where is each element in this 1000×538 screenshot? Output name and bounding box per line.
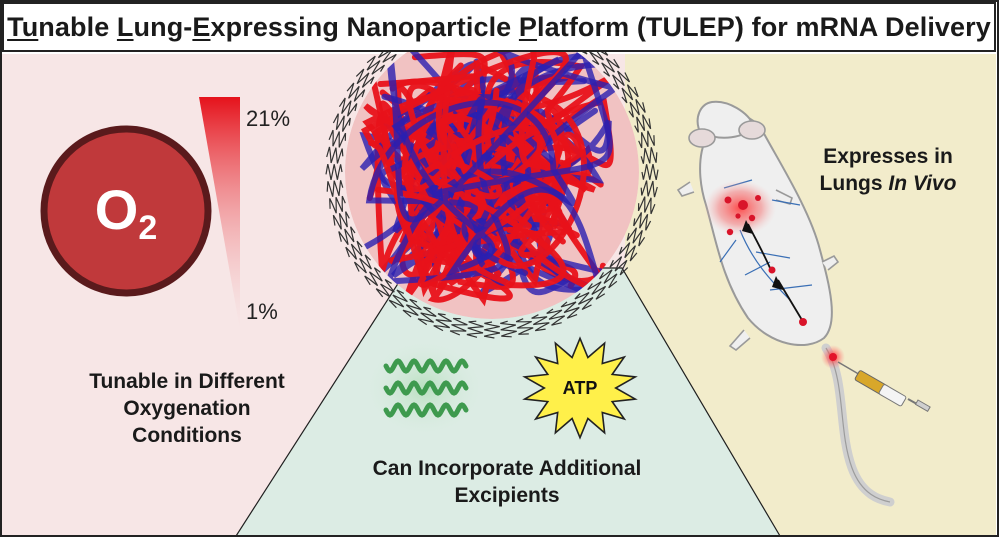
excipients-caption-line2: Excipients (454, 484, 560, 507)
oxygen-symbol-letter: O (94, 178, 139, 241)
title-part: L (116, 11, 134, 42)
in-vivo-caption-italic: In Vivo (888, 172, 957, 195)
in-vivo-caption-line1: Expresses in (823, 145, 953, 168)
oxygen-symbol-subscript: 2 (138, 209, 158, 247)
oxygen-low-label: 1% (246, 299, 278, 324)
oxygen-symbol: O2 (46, 180, 206, 258)
nanoparticle-icon (345, 25, 639, 319)
oxygen-caption-line1: Tunable in Different (89, 370, 285, 393)
mrna-icon (362, 338, 486, 438)
title-part: E (192, 11, 211, 42)
in-vivo-caption-plain: Lungs (819, 172, 889, 195)
title-bar: Tunable Lung-Expressing Nanoparticle Pla… (2, 2, 996, 52)
oxygen-icon (40, 125, 212, 297)
title-part: xpressing Nanoparticle (210, 11, 519, 42)
in-vivo-caption: Expresses in Lungs In Vivo (788, 143, 988, 197)
excipients-caption: Can Incorporate Additional Excipients (332, 455, 682, 509)
atp-label: ATP (562, 378, 598, 398)
in-vivo-caption-line2: Lungs In Vivo (788, 170, 988, 197)
mouse-icon (676, 100, 931, 507)
excipients-caption-line1: Can Incorporate Additional (372, 457, 642, 480)
title-part: P (518, 11, 538, 42)
oxygen-caption-line3: Conditions (132, 424, 242, 447)
oxygen-caption-line2: Oxygenation (123, 397, 251, 420)
title-part: Tu (7, 11, 39, 42)
syringe-icon (837, 361, 931, 413)
oxygen-caption: Tunable in Different Oxygenation Conditi… (22, 368, 352, 449)
oxygen-high-label: 21% (246, 106, 291, 131)
page-title: Tunable Lung-Expressing Nanoparticle Pla… (7, 12, 991, 43)
atp-starburst-icon (522, 336, 638, 440)
oxygen-gradient-wedge (199, 97, 240, 330)
title-part: ung- (133, 11, 193, 42)
title-part: latform (TULEP) for mRNA Delivery (537, 11, 991, 42)
title-part: nable (38, 11, 117, 42)
